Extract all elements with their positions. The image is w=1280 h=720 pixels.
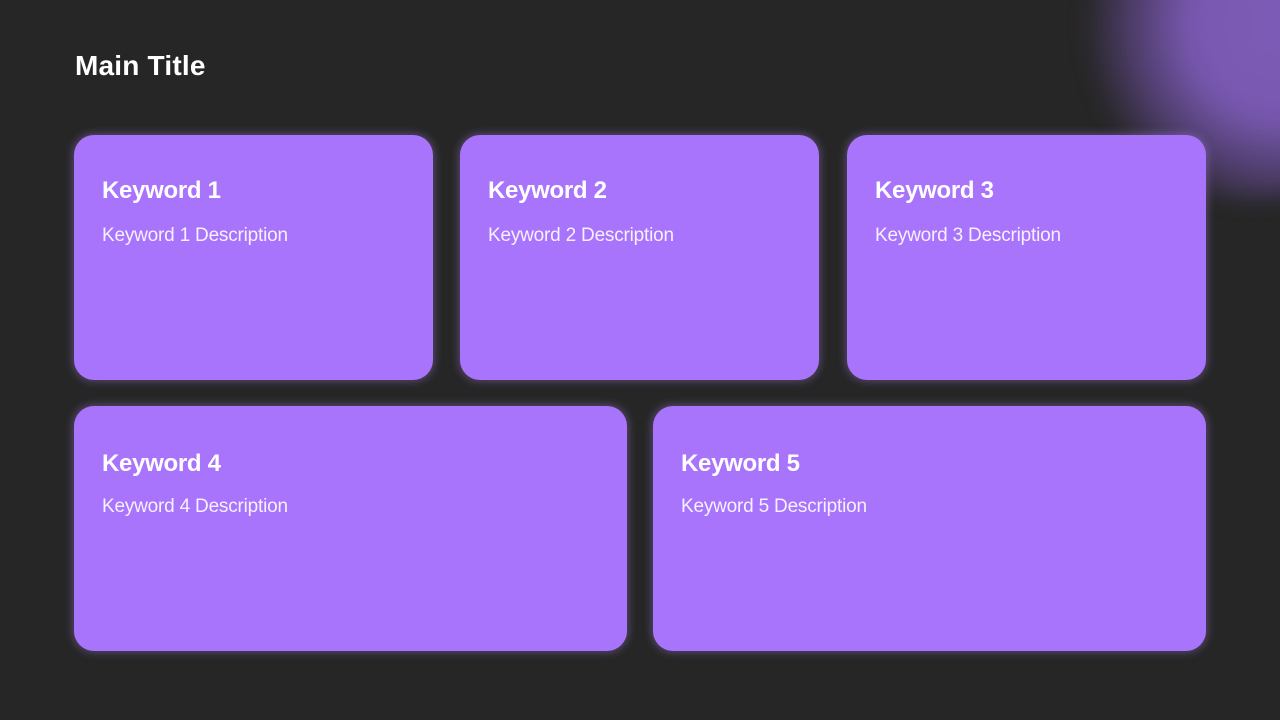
card-description: Keyword 1 Description (102, 225, 288, 246)
card-keyword: Keyword 5 (681, 450, 800, 477)
card-description: Keyword 5 Description (681, 496, 867, 517)
card-description: Keyword 4 Description (102, 496, 288, 517)
card-keyword: Keyword 1 (102, 177, 221, 204)
card-keyword: Keyword 3 (875, 177, 994, 204)
keyword-card-3: Keyword 3 Keyword 3 Description (847, 135, 1206, 380)
keyword-card-1: Keyword 1 Keyword 1 Description (74, 135, 433, 380)
keyword-card-2: Keyword 2 Keyword 2 Description (460, 135, 819, 380)
card-keyword: Keyword 2 (488, 177, 607, 204)
keyword-card-4: Keyword 4 Keyword 4 Description (74, 406, 627, 651)
card-description: Keyword 3 Description (875, 225, 1061, 246)
card-keyword: Keyword 4 (102, 450, 221, 477)
card-description: Keyword 2 Description (488, 225, 674, 246)
keyword-card-5: Keyword 5 Keyword 5 Description (653, 406, 1206, 651)
main-title: Main Title (75, 50, 206, 81)
